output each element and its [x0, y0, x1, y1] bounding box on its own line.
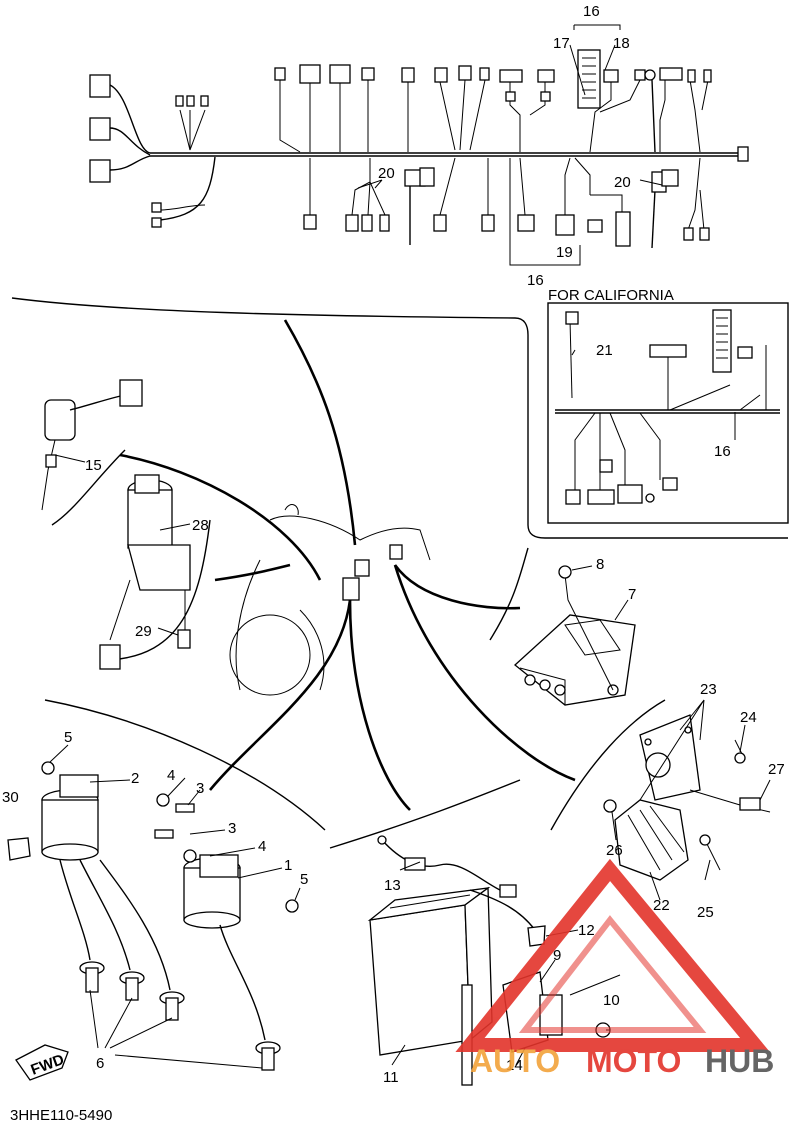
callout-11: 11	[383, 1069, 399, 1086]
callout-8: 8	[596, 556, 604, 573]
callout-4: 4	[258, 838, 266, 855]
callout-16: 16	[714, 443, 731, 460]
callout-5: 5	[300, 871, 308, 888]
callout-9: 9	[553, 947, 561, 964]
callout-6: 6	[96, 1055, 104, 1072]
fwd-arrow: FWD	[15, 1044, 69, 1081]
callout-23: 23	[700, 681, 717, 698]
callout-3: 3	[196, 780, 204, 797]
motorcycle-frame-sketch	[229, 504, 431, 696]
relay-block-17	[577, 49, 601, 109]
callout-15: 15	[85, 457, 102, 474]
callout-numbers: 16 17 18 20 20 19 16 FOR CALIFORNIA 21 1…	[2, 3, 785, 1086]
callout-13: 13	[384, 877, 401, 894]
callout-2: 2	[131, 770, 139, 787]
callout-24: 24	[740, 709, 757, 726]
callout-19: 19	[556, 244, 573, 261]
ignition-coils	[7, 761, 299, 1071]
relay-19	[555, 214, 575, 236]
callout-20: 20	[614, 174, 631, 191]
callout-21: 21	[596, 342, 613, 359]
automotohub-watermark-logo: AUTO MOTO HUB	[455, 858, 774, 1079]
callout-27: 27	[768, 761, 785, 778]
callout-18: 18	[613, 35, 630, 52]
callout-3: 3	[228, 820, 236, 837]
main-wire-harness	[89, 49, 749, 266]
region-separators	[11, 297, 788, 849]
battery-11	[367, 835, 546, 1086]
watermark-hub: HUB	[705, 1043, 774, 1079]
callout-17: 17	[553, 35, 570, 52]
callout-10: 10	[603, 992, 620, 1009]
watermark-moto: MOTO	[586, 1043, 681, 1079]
rectifier-regulator-22	[603, 714, 771, 881]
starter-relay-28	[99, 474, 191, 670]
callout-30: 30	[2, 789, 19, 806]
main-switch-15	[41, 379, 143, 511]
callout-26: 26	[606, 842, 623, 859]
callout-22: 22	[653, 897, 670, 914]
watermark-auto: AUTO	[470, 1043, 560, 1079]
callout-16: 16	[583, 3, 600, 20]
callout-25: 25	[697, 904, 714, 921]
callout-7: 7	[628, 586, 636, 603]
callout-5: 5	[64, 729, 72, 746]
callout-12: 12	[578, 922, 595, 939]
catalog-code: 3HHE110-5490	[10, 1107, 112, 1124]
cdi-unit-7	[513, 565, 636, 706]
callout-4: 4	[167, 767, 175, 784]
leader-curves	[119, 319, 576, 811]
california-inset	[547, 302, 789, 524]
california-label: FOR CALIFORNIA	[548, 287, 674, 304]
callout-20: 20	[378, 165, 395, 182]
callout-29: 29	[135, 623, 152, 640]
callout-14: 14	[506, 1057, 523, 1074]
callout-1: 1	[284, 857, 292, 874]
callout-16: 16	[527, 272, 544, 289]
callout-28: 28	[192, 517, 209, 534]
